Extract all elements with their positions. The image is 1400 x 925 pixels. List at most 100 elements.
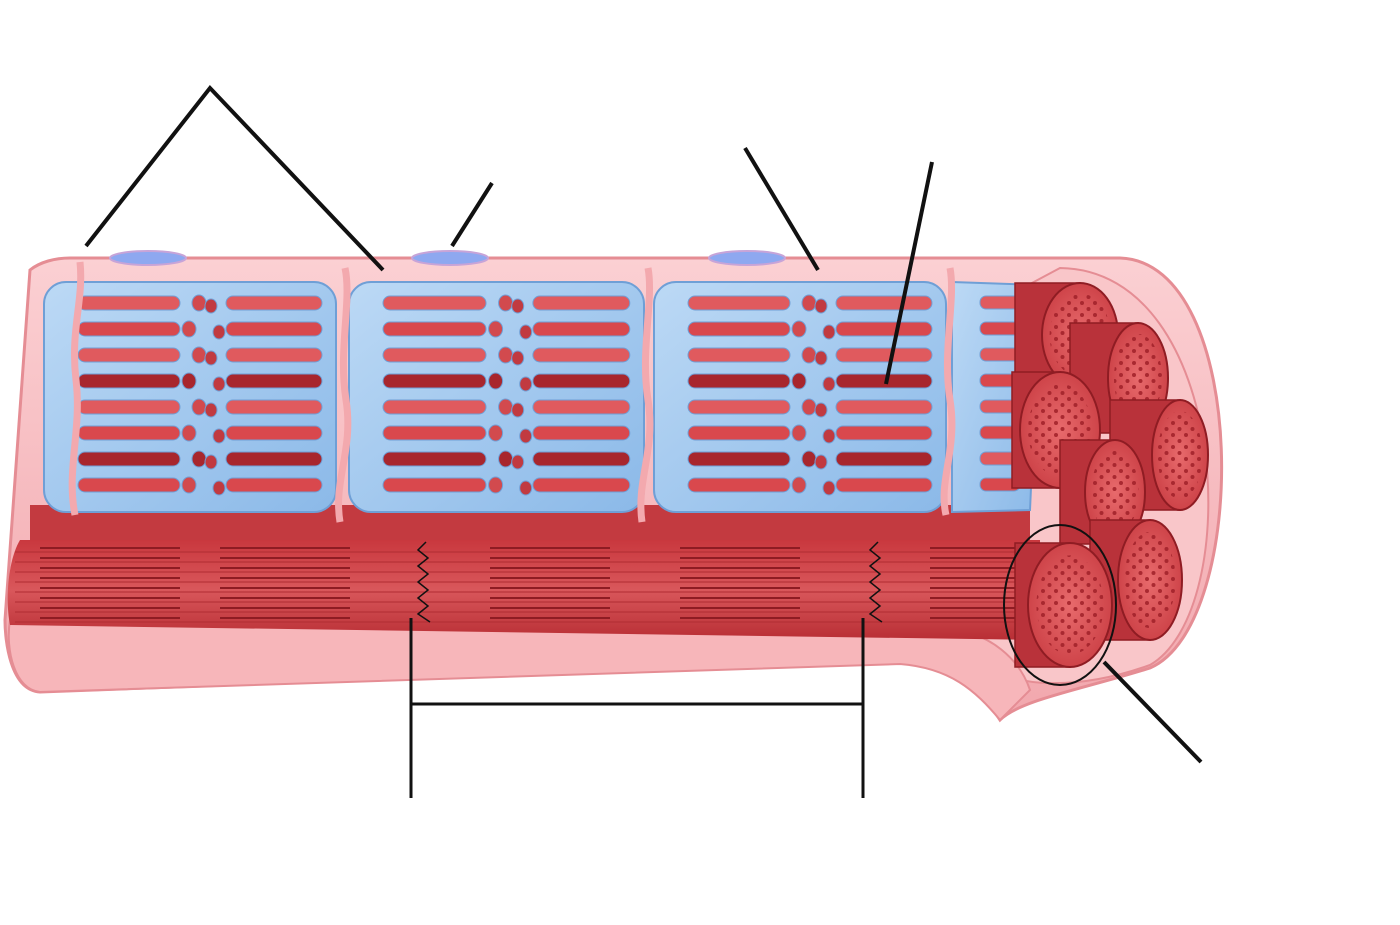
myofibril-window (382, 373, 487, 389)
myofibril-window (225, 477, 323, 493)
myofibril-window (225, 321, 323, 337)
cisterna-gap (822, 428, 836, 444)
cisterna-gap (511, 298, 525, 314)
myofibril-window (77, 373, 181, 389)
cisterna-gap (488, 372, 504, 390)
cisterna-gap (191, 294, 207, 312)
cisterna-gap (204, 454, 218, 470)
myofibril-window (687, 451, 791, 467)
cisterna-gap (212, 480, 226, 496)
cisterna-gap (204, 402, 218, 418)
cisterna-gap (498, 398, 514, 416)
cisterna-gap (181, 320, 197, 338)
myofibril-window (77, 477, 181, 493)
leader-line-myofibril (1102, 660, 1203, 764)
highlight-circle (1003, 524, 1117, 686)
cisterna-gap (511, 402, 525, 418)
leader-line-nucleus (450, 181, 494, 248)
cisterna-gap (498, 346, 514, 364)
cisterna-gap (519, 324, 533, 340)
cisterna-gap (488, 424, 504, 442)
cisterna-gap (822, 376, 836, 392)
myofibril-window (835, 347, 933, 363)
cisterna-gap (212, 376, 226, 392)
myofibril-window (532, 477, 631, 493)
myofibril-window (225, 295, 323, 311)
myofibril-window (687, 295, 791, 311)
myofibril-window (687, 477, 791, 493)
myofibril-window (382, 477, 487, 493)
cisterna-gap (791, 476, 807, 494)
cisterna-gap (204, 350, 218, 366)
cisterna-gap (204, 298, 218, 314)
myofibril-window (77, 295, 181, 311)
myofibril-window (382, 295, 487, 311)
myofibril-window (687, 425, 791, 441)
t-tubules (68, 261, 956, 523)
cisterna-gap (511, 454, 525, 470)
cisterna-gap (801, 398, 817, 416)
myofibril-window (979, 321, 1021, 336)
myofibril-window (687, 399, 791, 415)
myofibril-bundle (7, 540, 1040, 640)
nucleus (411, 250, 489, 266)
myofibril-window (532, 451, 631, 467)
myofibril-window (979, 347, 1021, 362)
myofibril-window (77, 347, 181, 363)
cisterna-gap (801, 294, 817, 312)
cisterna-gap (181, 476, 197, 494)
myofibril-window (382, 347, 487, 363)
nuclei (109, 250, 786, 266)
cisterna-gap (181, 372, 197, 390)
myofibril-window (382, 425, 487, 441)
cisterna-gap (814, 350, 828, 366)
sarcoplasmic-reticulum (43, 280, 1042, 514)
cisterna-gap (498, 450, 514, 468)
cisterna-gap (181, 424, 197, 442)
cisterna-gap (791, 320, 807, 338)
myofibril-window (225, 425, 323, 441)
nucleus (109, 250, 187, 266)
myofibril-window (687, 373, 791, 389)
leader-line-sarcolemma (84, 84, 385, 272)
cisterna-gap (822, 324, 836, 340)
cisterna-gap (511, 350, 525, 366)
myofibril-window (382, 451, 487, 467)
leader-line-t-tubule (743, 146, 820, 272)
cisterna-gap (791, 372, 807, 390)
myofibril-window (835, 425, 933, 441)
leader-line-sr (884, 161, 934, 385)
myofibril-window (835, 477, 933, 493)
myofilament-dots (1091, 450, 1139, 534)
myofibril-window (225, 347, 323, 363)
myofibril-window (532, 321, 631, 337)
nucleus (708, 250, 786, 266)
myofibril-window (382, 399, 487, 415)
myofibril-window (532, 347, 631, 363)
myofibril-window (77, 425, 181, 441)
myofibril-cross-sections (1011, 282, 1209, 668)
myofibril-window (979, 295, 1021, 310)
myofilament-dots (1124, 532, 1176, 628)
z-lines (416, 541, 883, 623)
cisterna-gap (814, 402, 828, 418)
cisterna-gap (822, 480, 836, 496)
cisterna-gap (191, 346, 207, 364)
myofilament-dots (1157, 411, 1203, 499)
myofibril-window (225, 399, 323, 415)
myofibril-window (532, 399, 631, 415)
myofibril-window (225, 451, 323, 467)
myofibril-window (687, 347, 791, 363)
cisterna-gap (488, 476, 504, 494)
cisterna-gap (212, 324, 226, 340)
myofibril-window (835, 321, 933, 337)
cisterna-gap (801, 450, 817, 468)
cisterna-gap (519, 428, 533, 444)
myofilament-dots (1036, 555, 1104, 655)
myofibril-window (835, 373, 933, 389)
myofibril-window (77, 399, 181, 415)
cisterna-gap (814, 454, 828, 470)
myofibril-window (687, 321, 791, 337)
